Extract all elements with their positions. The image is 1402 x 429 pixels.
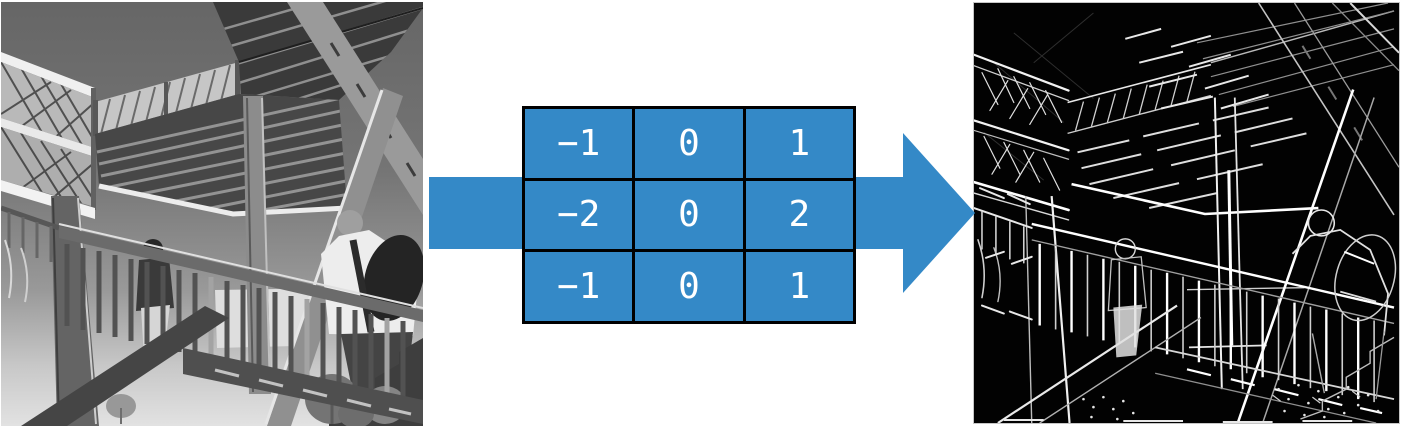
edge-faint-noise (983, 12, 1094, 181)
kernel-cell: −1 (521, 249, 636, 324)
edge-railing (997, 222, 1395, 423)
edge-ceiling (1071, 106, 1319, 216)
kernel-row: −1 0 1 (521, 106, 857, 181)
edge-roof (1125, 3, 1399, 110)
kernel-cell: 0 (632, 106, 746, 181)
kernel-row: −2 0 2 (521, 177, 857, 253)
louver-band (93, 60, 240, 136)
kernel-cell: 2 (742, 177, 857, 253)
output-edge-graphic (974, 3, 1399, 423)
kernel-cell: 0 (632, 249, 746, 324)
edge-bottom-dashes (1003, 419, 1353, 423)
kernel-cell: −1 (521, 106, 636, 181)
input-image (1, 2, 423, 426)
kernel-cell: 1 (742, 106, 857, 181)
edge-far-left (974, 187, 1033, 321)
kernel-cell: −2 (521, 177, 636, 253)
output-image (973, 2, 1400, 424)
walkway-top-left (1, 52, 96, 219)
edge-walkway (974, 53, 1070, 221)
edge-beams (1025, 3, 1399, 423)
kernel-cell: 0 (632, 177, 746, 253)
main-railing (21, 223, 423, 426)
edge-trees (1082, 383, 1380, 421)
kernel-row: −1 0 1 (521, 249, 857, 324)
input-photo-graphic (1, 2, 423, 426)
sobel-kernel-table: −1 0 1 −2 0 2 −1 0 1 (521, 106, 857, 324)
far-left-railing (1, 205, 60, 303)
edge-persons (1107, 209, 1397, 400)
kernel-cell: 1 (742, 249, 857, 324)
ceiling-underside (95, 94, 348, 217)
